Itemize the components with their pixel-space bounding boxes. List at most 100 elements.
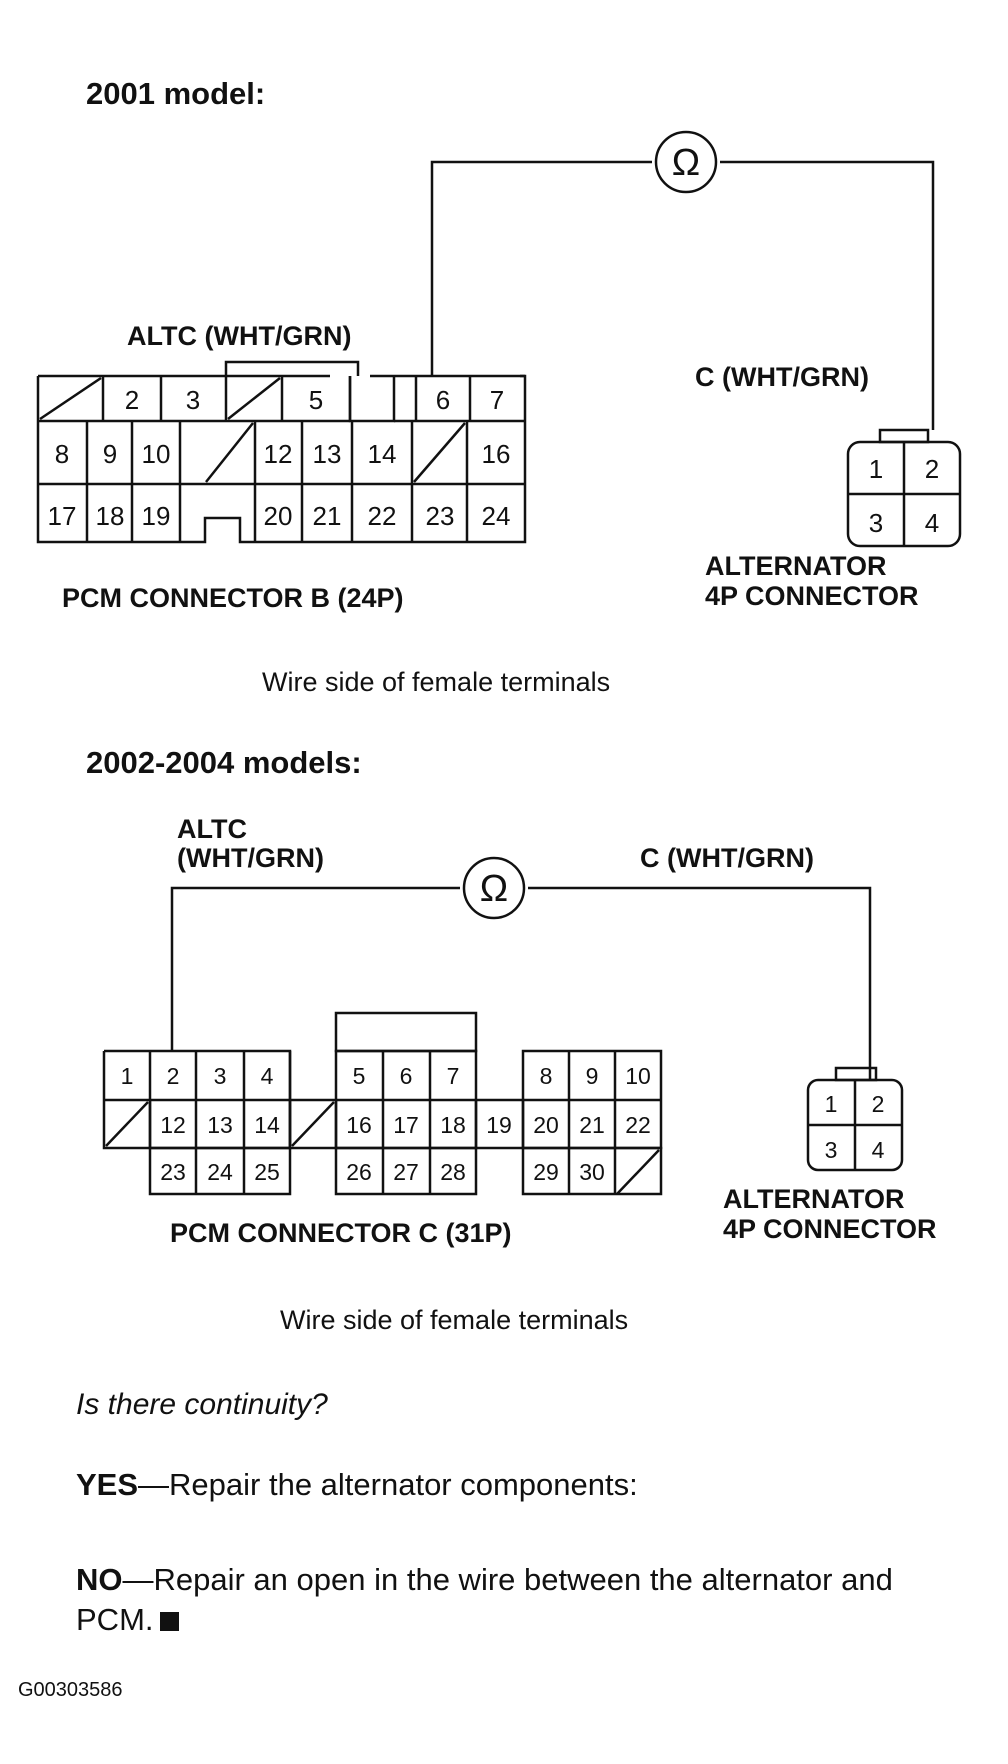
pin: 25 bbox=[254, 1159, 280, 1185]
pcm-connector-b-outline bbox=[36, 360, 527, 544]
wire-2002-pcm bbox=[170, 886, 460, 1051]
ohm-icon-2002: Ω bbox=[480, 868, 508, 910]
alternator-connector-name-2002-line1: ALTERNATOR bbox=[723, 1184, 905, 1214]
pcm-connector-name-2001: PCM CONNECTOR B (24P) bbox=[62, 583, 404, 613]
pin: 18 bbox=[96, 501, 125, 531]
alt-2002-pins: 1 2 3 4 bbox=[825, 1091, 885, 1163]
pin: 27 bbox=[393, 1159, 419, 1185]
pin: 13 bbox=[313, 439, 342, 469]
pin: 12 bbox=[160, 1112, 186, 1138]
caption-2001: Wire side of female terminals bbox=[262, 667, 611, 697]
pcm-connector-c-outline bbox=[102, 1011, 663, 1195]
dash: — bbox=[122, 1562, 154, 1597]
ohm-icon-2001: Ω bbox=[672, 142, 700, 184]
pin: 17 bbox=[393, 1112, 419, 1138]
pin: 21 bbox=[313, 501, 342, 531]
pin: 1 bbox=[869, 454, 883, 484]
alternator-4p-connector-2002 bbox=[806, 1066, 904, 1172]
caption-2002-2004: Wire side of female terminals bbox=[280, 1305, 629, 1335]
figure-id: G00303586 bbox=[18, 1679, 123, 1701]
pin: 13 bbox=[207, 1112, 233, 1138]
pin: 16 bbox=[346, 1112, 372, 1138]
pin: 7 bbox=[447, 1063, 460, 1089]
pin: 2 bbox=[167, 1063, 180, 1089]
pin: 22 bbox=[368, 501, 397, 531]
pin: 3 bbox=[214, 1063, 227, 1089]
no-label: NO bbox=[76, 1562, 123, 1597]
pin: 18 bbox=[440, 1112, 466, 1138]
pin: 1 bbox=[825, 1091, 838, 1117]
wire-2001-pcm bbox=[430, 160, 652, 376]
pin: 9 bbox=[103, 439, 117, 469]
pin: 19 bbox=[142, 501, 171, 531]
ohmmeter-2002 bbox=[462, 856, 526, 920]
pcm-wire-label-2002-line1: ALTC bbox=[177, 814, 247, 844]
pin: 4 bbox=[261, 1063, 274, 1089]
pin: 30 bbox=[579, 1159, 605, 1185]
alternator-connector-name-2001-line2: 4P CONNECTOR bbox=[705, 581, 919, 611]
pin: 2 bbox=[125, 385, 139, 415]
pcm-connector-name-2002: PCM CONNECTOR C (31P) bbox=[170, 1218, 512, 1248]
pin: 20 bbox=[264, 501, 293, 531]
pin: 23 bbox=[160, 1159, 186, 1185]
pin: 28 bbox=[440, 1159, 466, 1185]
pin: 9 bbox=[586, 1063, 599, 1089]
pin: 23 bbox=[426, 501, 455, 531]
dash: — bbox=[138, 1467, 170, 1502]
pin: 6 bbox=[400, 1063, 413, 1089]
pin: 4 bbox=[872, 1137, 885, 1163]
pin: 2 bbox=[925, 454, 939, 484]
pin: 26 bbox=[346, 1159, 372, 1185]
heading-2001: 2001 model: bbox=[86, 76, 266, 111]
heading-2002-2004: 2002-2004 models: bbox=[86, 745, 362, 780]
alternator-wire-label-2001: C (WHT/GRN) bbox=[695, 362, 869, 392]
pin: 3 bbox=[869, 508, 883, 538]
end-square-icon bbox=[159, 1612, 179, 1631]
pcm-wire-label-2002-line2: (WHT/GRN) bbox=[177, 843, 324, 873]
pin: 22 bbox=[625, 1112, 651, 1138]
pcm-b-pins: 2 3 5 6 7 8 9 10 12 13 14 16 17 18 19 20… bbox=[48, 385, 511, 531]
pin: 6 bbox=[436, 385, 450, 415]
ohmmeter-2001 bbox=[654, 130, 718, 194]
pin: 10 bbox=[142, 439, 171, 469]
pin: 24 bbox=[207, 1159, 233, 1185]
pin: 21 bbox=[579, 1112, 605, 1138]
pcm-c-pins: 1 2 3 4 5 6 7 8 9 10 12 13 14 16 17 18 1… bbox=[121, 1063, 651, 1185]
alternator-connector-name-2001-line1: ALTERNATOR bbox=[705, 551, 887, 581]
pin: 8 bbox=[540, 1063, 553, 1089]
pin: 20 bbox=[533, 1112, 559, 1138]
continuity-question: Is there continuity? bbox=[76, 1388, 328, 1421]
pin: 19 bbox=[486, 1112, 512, 1138]
alt-2001-pins: 1 2 3 4 bbox=[869, 454, 939, 538]
no-text: Repair an open in the wire between the a… bbox=[76, 1562, 893, 1637]
pin: 5 bbox=[353, 1063, 366, 1089]
pin: 14 bbox=[254, 1112, 280, 1138]
alternator-4p-connector-2001 bbox=[846, 428, 962, 548]
alternator-wire-label-2002: C (WHT/GRN) bbox=[640, 843, 814, 873]
pin: 16 bbox=[482, 439, 511, 469]
pin: 4 bbox=[925, 508, 939, 538]
wire-2002-alt bbox=[528, 886, 872, 1080]
pcm-wire-label-2001: ALTC (WHT/GRN) bbox=[127, 321, 352, 351]
alternator-connector-name-2002-line2: 4P CONNECTOR bbox=[723, 1214, 937, 1244]
pin: 2 bbox=[872, 1091, 885, 1117]
no-answer: NO—Repair an open in the wire between th… bbox=[76, 1560, 936, 1640]
wire-2001-alt bbox=[720, 160, 935, 430]
pin: 14 bbox=[368, 439, 397, 469]
pin: 5 bbox=[309, 385, 323, 415]
pcm-connector-c-bottom-row bbox=[148, 1146, 663, 1196]
pin: 17 bbox=[48, 501, 77, 531]
yes-text: Repair the alternator components: bbox=[169, 1467, 638, 1502]
pin: 10 bbox=[625, 1063, 651, 1089]
yes-answer: YES—Repair the alternator components: bbox=[76, 1465, 956, 1505]
pin: 3 bbox=[825, 1137, 838, 1163]
pin: 29 bbox=[533, 1159, 559, 1185]
pin: 3 bbox=[186, 385, 200, 415]
yes-label: YES bbox=[76, 1467, 139, 1502]
pin: 12 bbox=[264, 439, 293, 469]
pin: 7 bbox=[490, 385, 504, 415]
pin: 1 bbox=[121, 1063, 134, 1089]
pin: 24 bbox=[482, 501, 511, 531]
pin: 8 bbox=[55, 439, 69, 469]
